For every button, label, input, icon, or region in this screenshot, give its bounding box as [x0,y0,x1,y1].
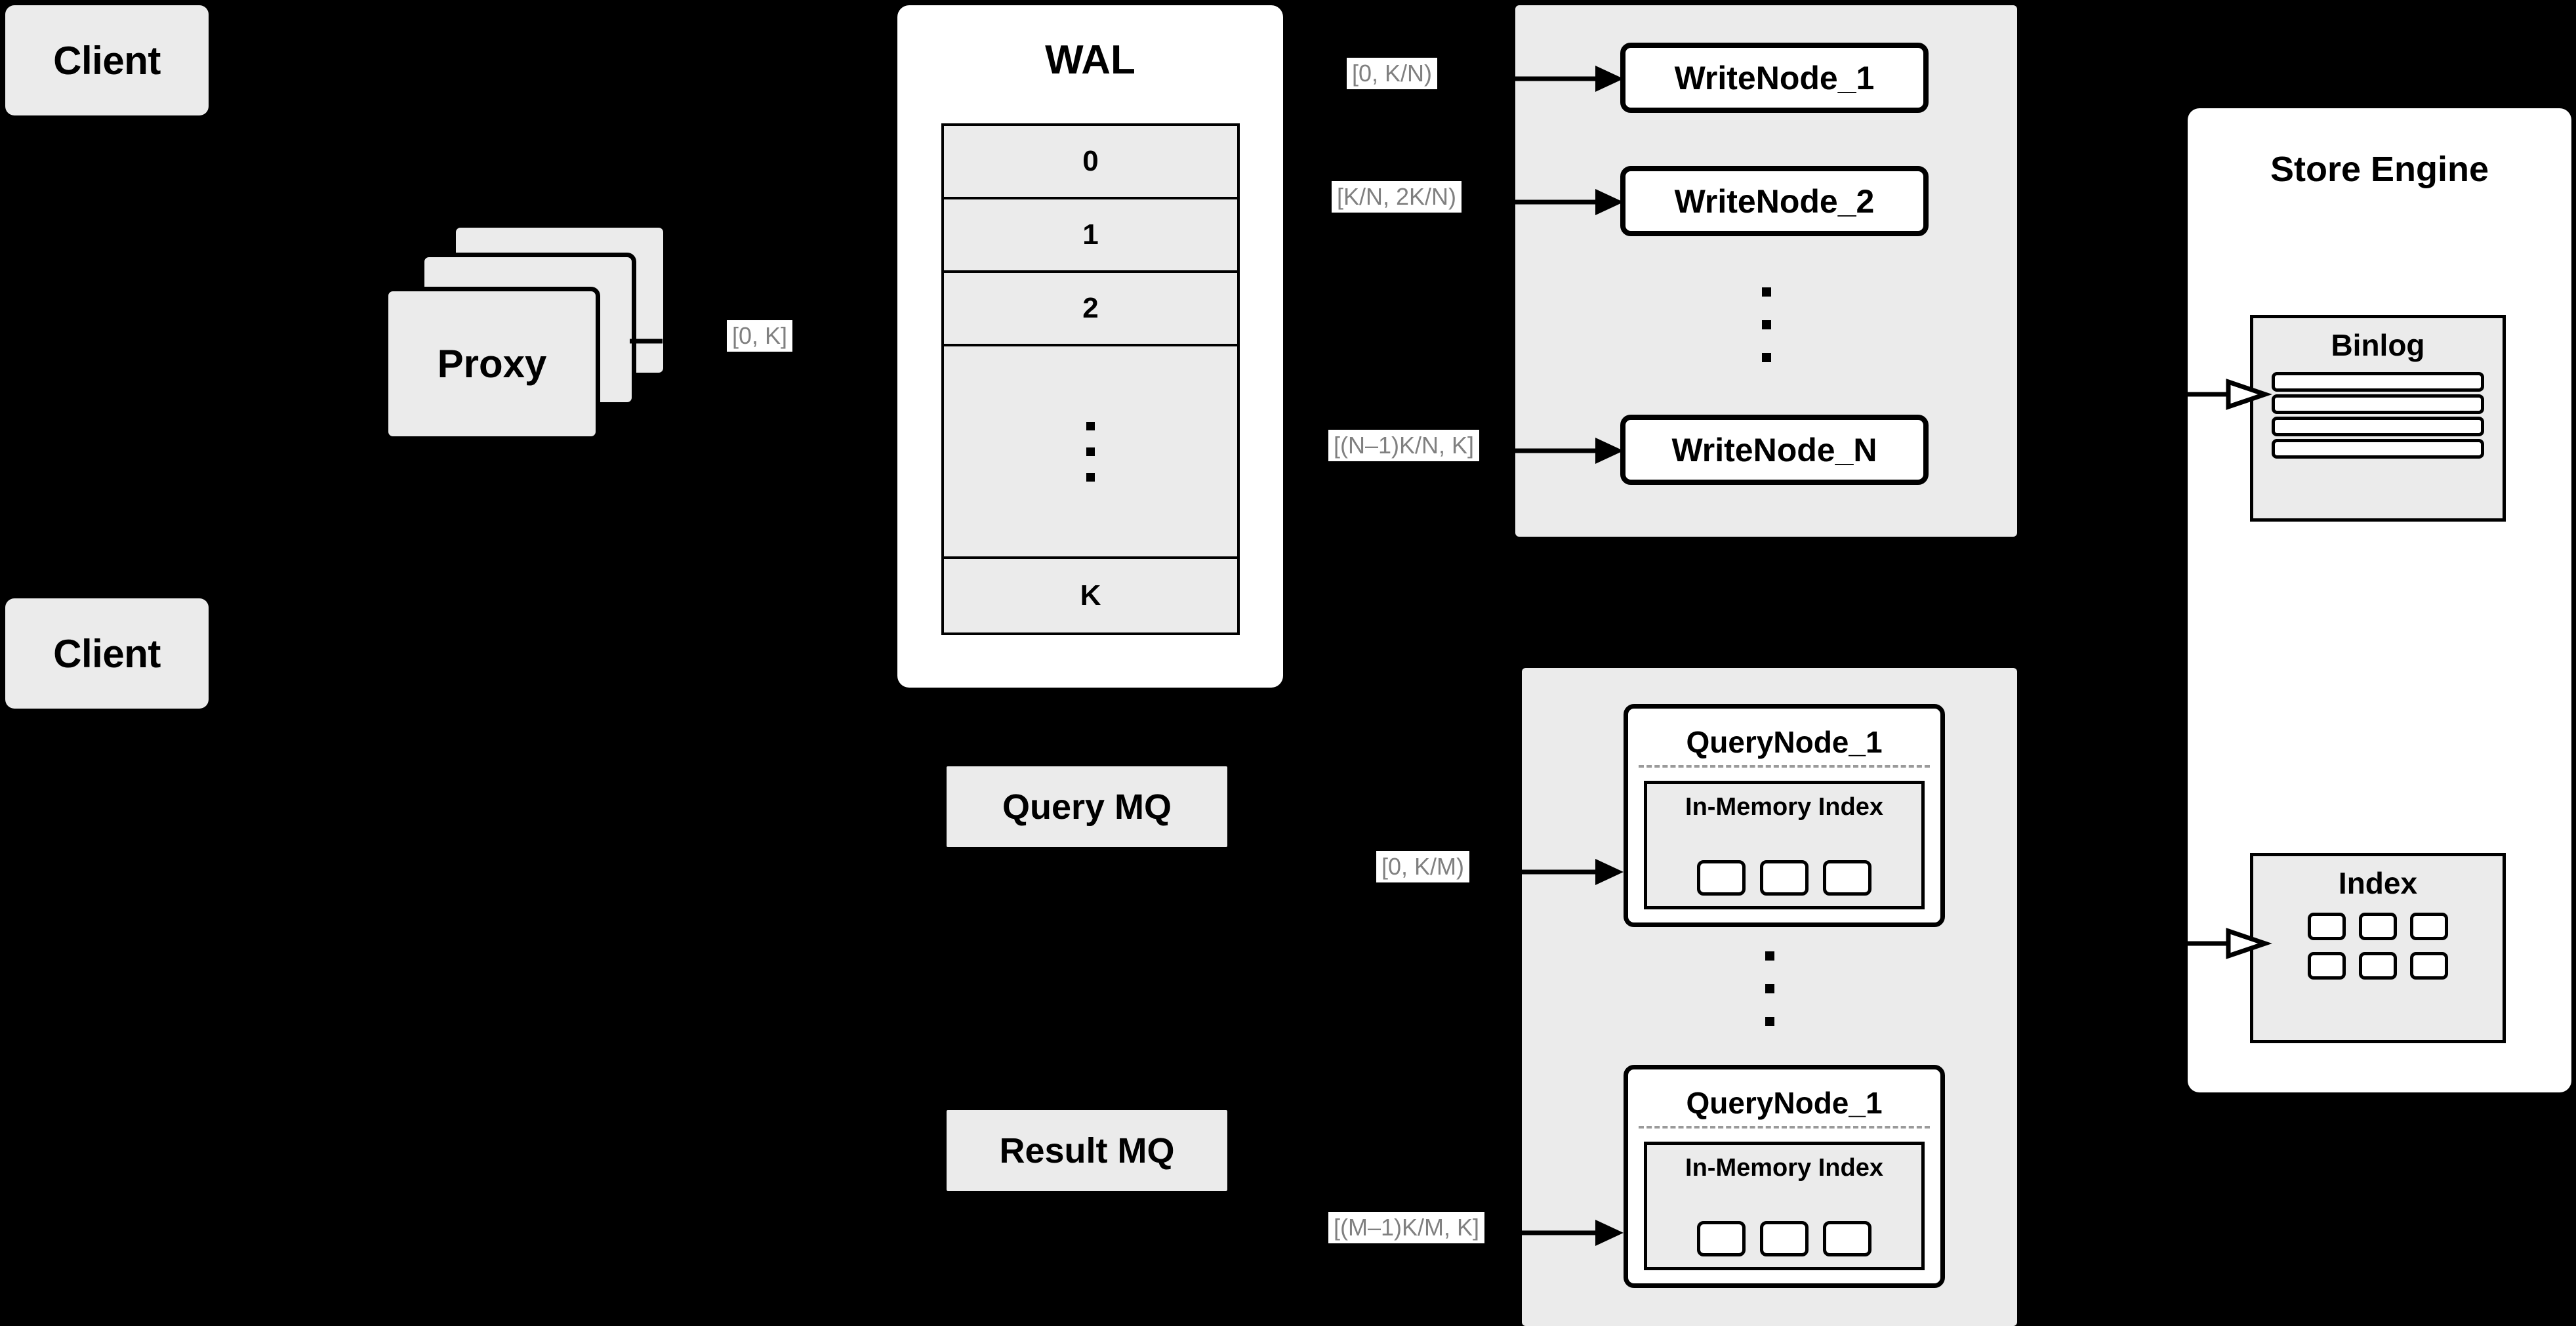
binlog-row [2272,372,2484,392]
in-memory-index-box: In-Memory Index [1644,781,1925,909]
ellipsis-dot [1086,447,1095,456]
ellipsis-dot [1761,287,1771,297]
query-mq-box: Query MQ [947,766,1227,847]
in-memory-index-cells [1647,1221,1921,1256]
binlog-row [2272,417,2484,436]
write-node-2[interactable]: WriteNode_2 [1620,166,1929,236]
query-node-1[interactable]: QueryNode_1 In-Memory Index [1624,704,1945,927]
in-memory-index-title: In-Memory Index [1685,1154,1883,1182]
write-node-cluster: WriteNode_1 WriteNode_2 WriteNode_N [1515,5,2017,537]
wal-row-label: 2 [1082,292,1099,324]
proxy-label: Proxy [437,342,547,386]
client-box-top: Client [5,5,209,115]
proxy-card-front[interactable] [384,287,600,441]
wal-row-ellipsis [944,346,1237,559]
ellipsis-dot [1761,353,1771,362]
edge-label-write-node-2: [K/N, 2K/N) [1332,181,1462,213]
binlog-row [2272,394,2484,414]
binlog-row [2272,439,2484,459]
binlog-rows [2272,372,2484,459]
in-memory-index-box: In-Memory Index [1644,1142,1925,1270]
binlog-title: Binlog [2331,328,2425,362]
ellipsis-dot [1765,1017,1774,1026]
binlog-box: Binlog [2250,315,2506,522]
ellipsis-dot [1765,951,1774,961]
wal-panel: WAL 0 1 2 K [897,5,1283,688]
write-node-label: WriteNode_2 [1674,182,1875,220]
index-cell [1760,860,1809,896]
index-row [2308,913,2448,940]
index-cell [1823,1221,1871,1256]
client-label: Client [53,631,161,676]
index-cell [2410,913,2448,940]
write-node-1[interactable]: WriteNode_1 [1620,43,1929,113]
query-mq-label: Query MQ [1002,787,1172,827]
wal-row: 2 [944,273,1237,346]
index-grid [2253,913,2503,980]
query-node-cluster: QueryNode_1 In-Memory Index QueryNode_1 … [1522,668,2017,1326]
index-cell [2308,913,2346,940]
ellipsis-dot [1086,472,1095,482]
edge-label-write-node-1: [0, K/N) [1347,58,1438,89]
write-cluster-ellipsis [1515,287,2017,362]
in-memory-index-cells [1647,860,1921,896]
edge-label-query-node-1: [0, K/M) [1376,851,1470,882]
edge-label-proxy-to-wal: [0, K] [727,320,793,352]
ellipsis-dot [1086,421,1095,430]
index-cell [1760,1221,1809,1256]
wal-row: 1 [944,199,1237,273]
query-node-label: QueryNode_1 [1686,1086,1883,1120]
index-cell [2359,913,2397,940]
wal-row: K [944,559,1237,632]
result-mq-box: Result MQ [947,1110,1227,1191]
wal-title: WAL [1045,37,1135,83]
ellipsis-dot [1765,984,1774,993]
query-cluster-ellipsis [1522,951,2017,1026]
index-row [2308,952,2448,980]
query-node-m[interactable]: QueryNode_1 In-Memory Index [1624,1065,1945,1288]
ellipsis-dot [1761,320,1771,329]
store-engine-panel: Store Engine Binlog Index [2188,108,2571,1092]
edge-label-query-node-m: [(M–1)K/M, K] [1328,1212,1485,1243]
wal-row-label: 1 [1082,218,1099,251]
wal-row: 0 [944,126,1237,199]
write-node-label: WriteNode_1 [1674,59,1875,96]
wal-table: 0 1 2 K [941,123,1240,635]
store-engine-title: Store Engine [2270,150,2489,189]
index-title: Index [2338,866,2418,900]
index-cell [1697,860,1746,896]
query-node-divider [1639,1126,1930,1129]
query-node-divider [1639,765,1930,768]
wal-row-label: K [1080,579,1101,611]
edge-label-write-node-n: [(N–1)K/N, K] [1328,430,1480,461]
client-box-bottom: Client [5,598,209,709]
result-mq-label: Result MQ [999,1130,1175,1171]
index-cell [2359,952,2397,980]
write-node-label: WriteNode_N [1671,431,1877,468]
index-cell [2410,952,2448,980]
index-cell [1697,1221,1746,1256]
client-label: Client [53,38,161,83]
in-memory-index-title: In-Memory Index [1685,793,1883,821]
index-box: Index [2250,853,2506,1043]
write-node-n[interactable]: WriteNode_N [1620,415,1929,485]
index-cell [1823,860,1871,896]
query-node-label: QueryNode_1 [1686,725,1883,759]
wal-row-label: 0 [1082,145,1099,177]
index-cell [2308,952,2346,980]
